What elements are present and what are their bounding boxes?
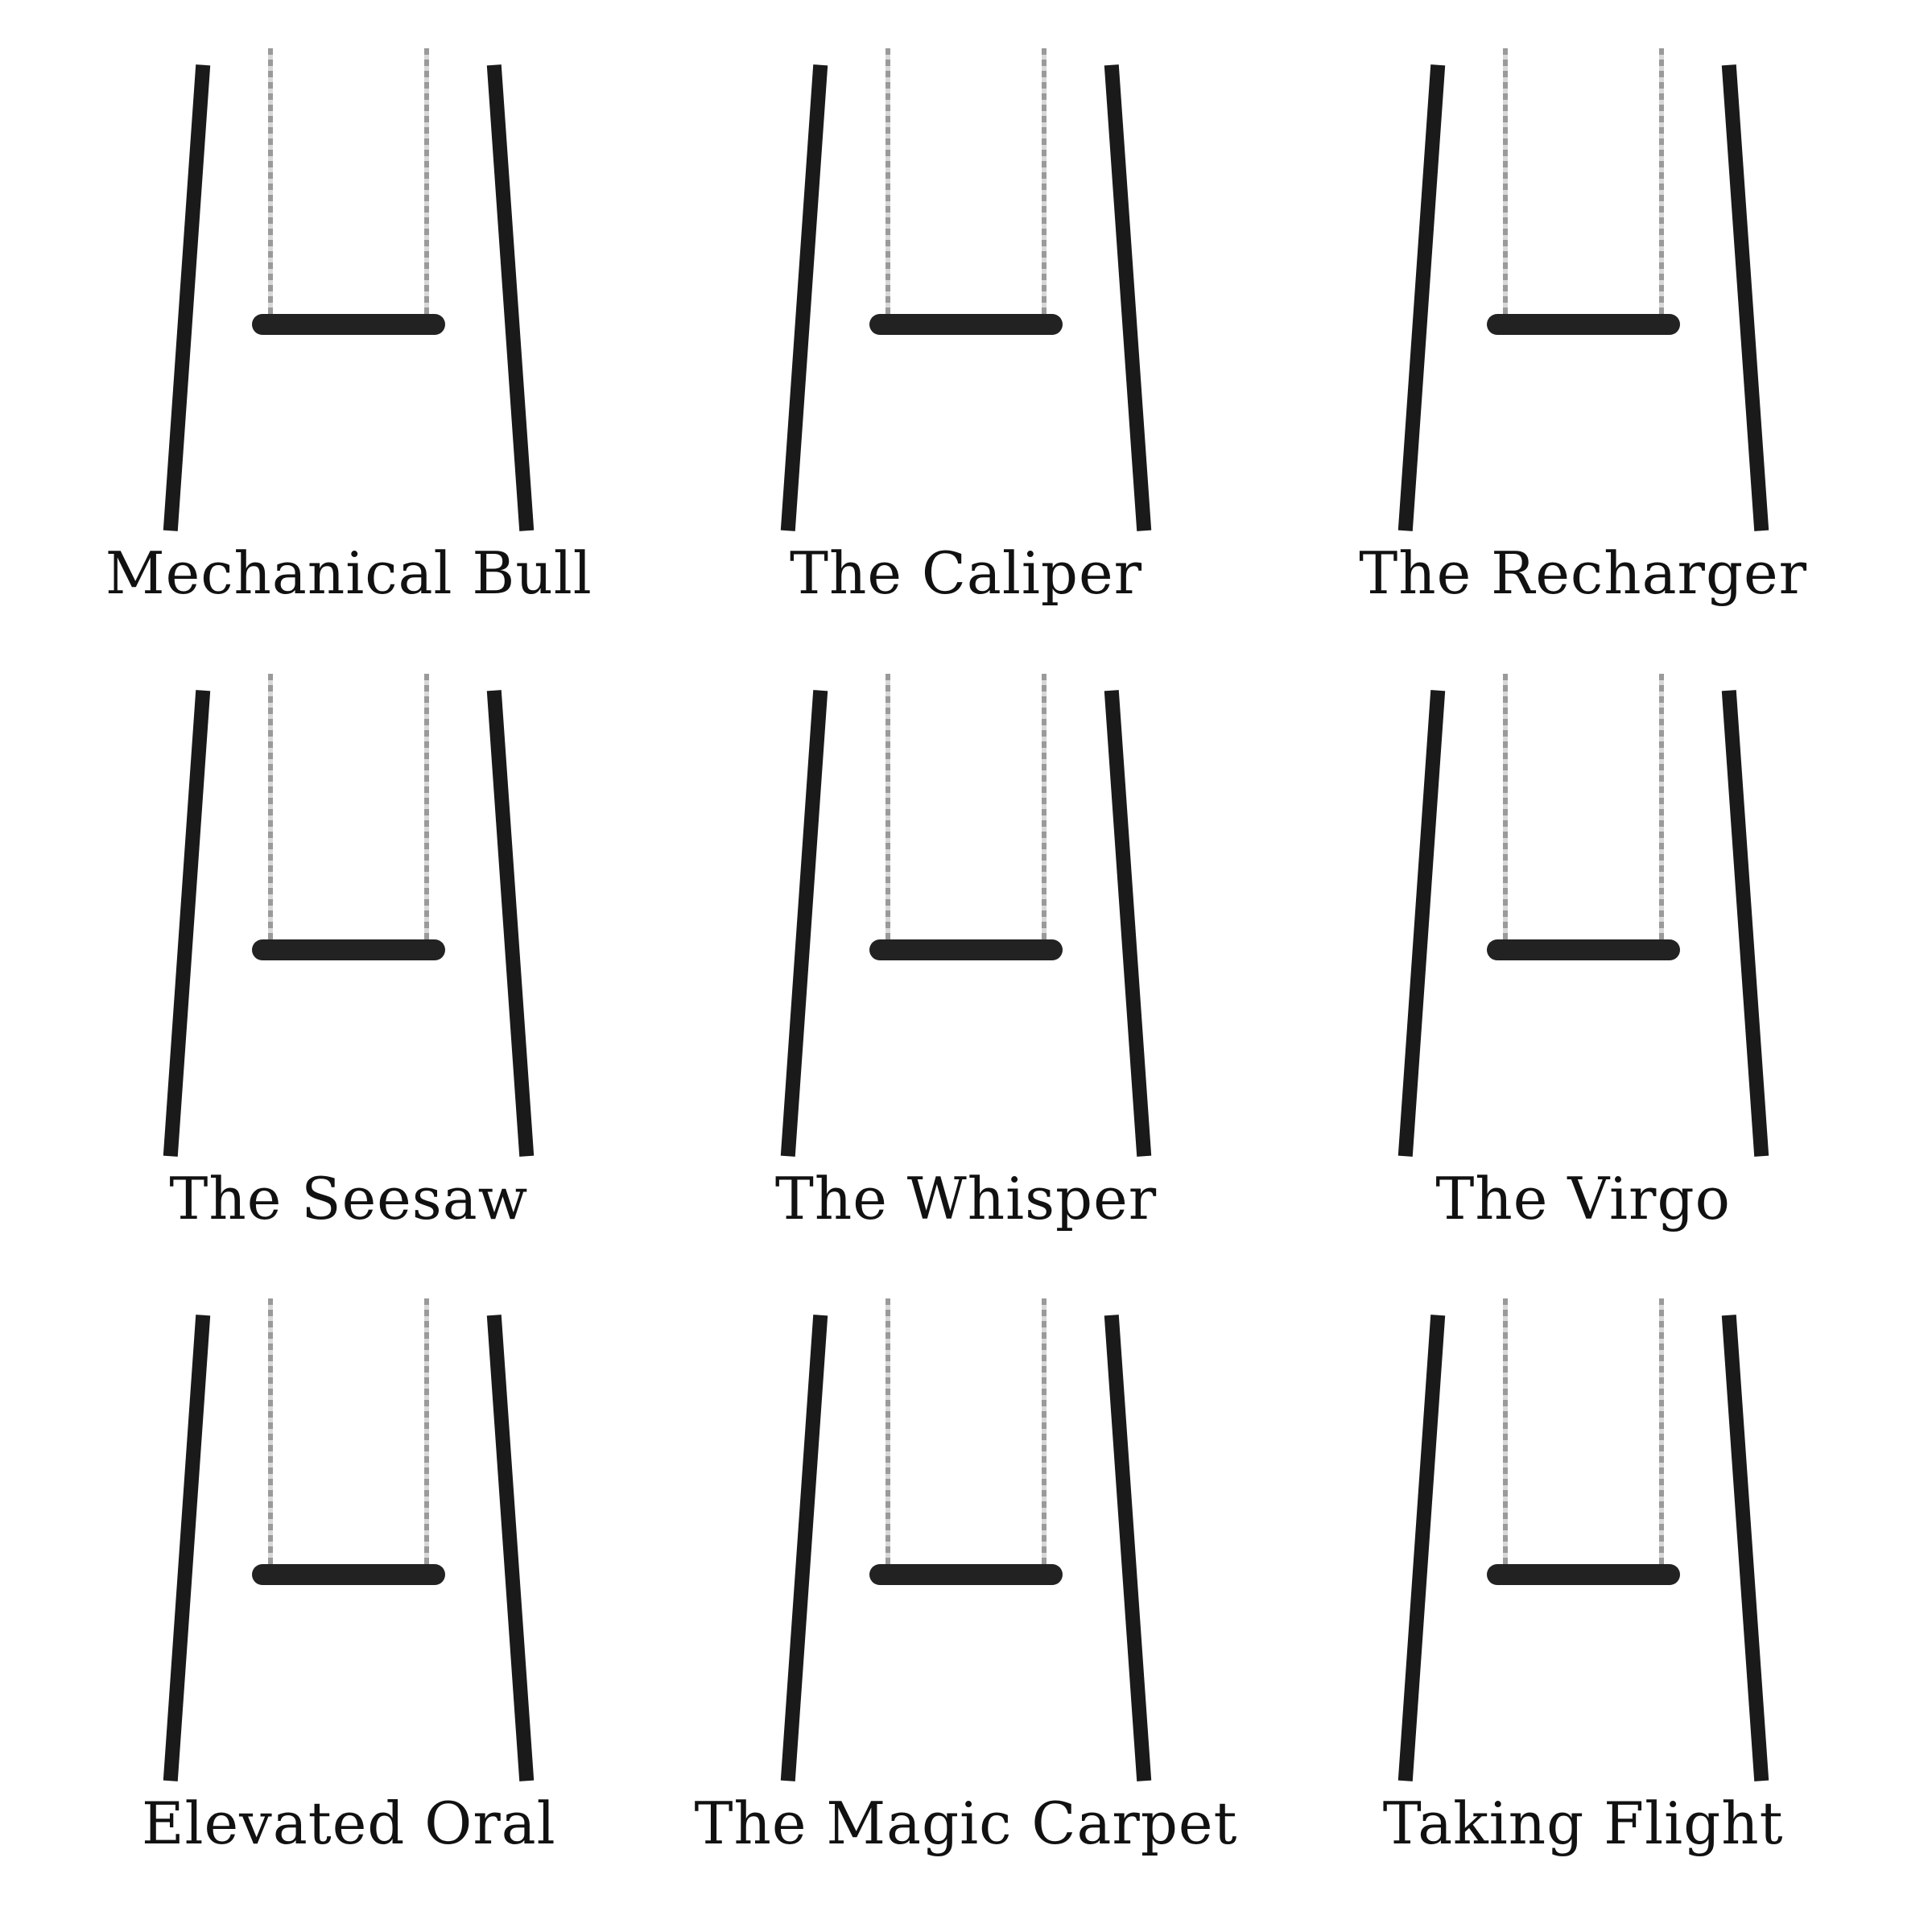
frame-leg [163,1315,211,1782]
panel-caption: The Virgo [1435,1164,1731,1232]
frame-leg [780,1315,828,1782]
chain [1041,1298,1046,1565]
swing-illustration-placeholder [107,48,590,531]
panel-caption: The Magic Carpet [694,1790,1238,1858]
chain [268,673,274,939]
chain [1502,48,1508,314]
swing-illustration-placeholder [724,1298,1208,1782]
frame-leg [487,689,535,1157]
chain [1502,1298,1508,1565]
frame-leg [1104,1315,1152,1782]
swing-seat [1486,939,1680,960]
panel-caption: Taking Flight [1382,1790,1784,1858]
swing-seat [869,1564,1063,1586]
panel: Mechanical Bull [64,48,634,650]
panel: The Seesaw [64,673,634,1275]
swing-illustration-placeholder [107,1298,590,1782]
panel: Elevated Oral [64,1298,634,1900]
swing-seat [869,939,1063,960]
swing-illustration-placeholder [1342,1298,1825,1782]
frame-leg [780,689,828,1157]
chain [268,1298,274,1565]
chain [1041,48,1046,314]
chain [1658,673,1664,939]
swing-illustration-placeholder [1342,48,1825,531]
chain [268,48,274,314]
panel-grid: Mechanical Bull The Caliper The Recharge… [64,48,1868,1900]
swing-seat [252,1564,446,1586]
panel-caption: The Seesaw [169,1164,529,1232]
swing-illustration-placeholder [724,673,1208,1157]
chain [1041,673,1046,939]
chain [1658,48,1664,314]
panel: The Recharger [1298,48,1868,650]
panel: The Magic Carpet [682,1298,1251,1900]
swing-seat [1486,1564,1680,1586]
chain [885,673,890,939]
panel: Taking Flight [1298,1298,1868,1900]
frame-leg [1721,64,1769,531]
panel-caption: The Whisper [774,1164,1158,1232]
frame-leg [1104,689,1152,1157]
swing-seat [1486,314,1680,335]
swing-illustration-placeholder [724,48,1208,531]
frame-leg [487,1315,535,1782]
panel: The Whisper [682,673,1251,1275]
panel: The Caliper [682,48,1251,650]
panel-caption: Elevated Oral [141,1790,556,1858]
chain [424,48,430,314]
frame-leg [1721,689,1769,1157]
chain [885,1298,890,1565]
frame-leg [487,64,535,531]
chain [424,673,430,939]
chain [1502,673,1508,939]
panel: The Virgo [1298,673,1868,1275]
chain [1658,1298,1664,1565]
frame-leg [1104,64,1152,531]
swing-seat [252,939,446,960]
swing-illustration-placeholder [107,673,590,1157]
swing-seat [869,314,1063,335]
panel-caption: The Recharger [1359,539,1808,607]
frame-leg [163,64,211,531]
frame-leg [1397,689,1445,1157]
swing-seat [252,314,446,335]
swing-illustration-placeholder [1342,673,1825,1157]
frame-leg [163,689,211,1157]
panel-caption: The Caliper [789,539,1143,607]
frame-leg [780,64,828,531]
frame-leg [1721,1315,1769,1782]
frame-leg [1397,64,1445,531]
panel-caption: Mechanical Bull [105,539,592,607]
chain [885,48,890,314]
frame-leg [1397,1315,1445,1782]
chain [424,1298,430,1565]
